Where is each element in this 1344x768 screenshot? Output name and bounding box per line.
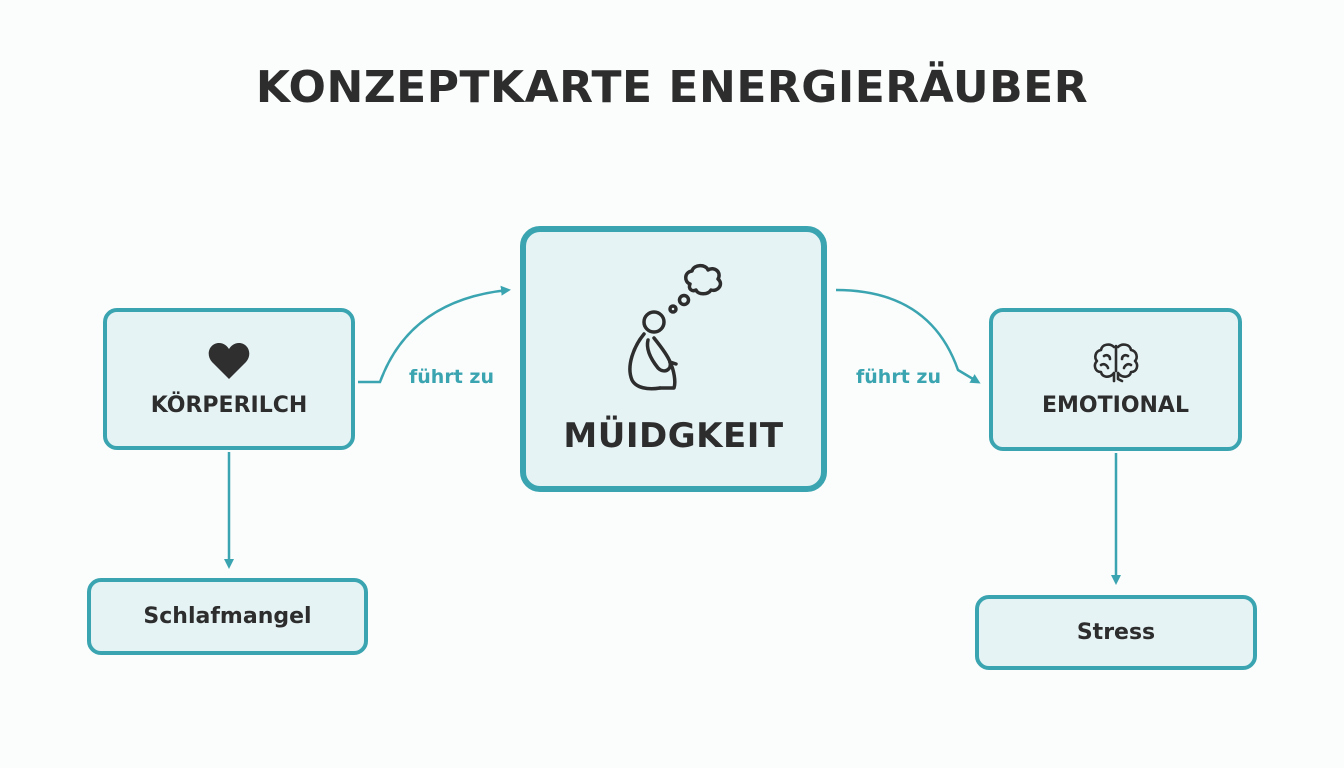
page-title: KONZEPTKARTE ENERGIERÄUBER bbox=[255, 62, 1089, 113]
arrow-center-to-emotional bbox=[835, 288, 981, 384]
edge-label-right: führt zu bbox=[856, 366, 941, 388]
arrow-physical-to-center bbox=[358, 285, 511, 384]
node-center-label: MÜIDGKEIT bbox=[563, 416, 784, 456]
node-sleep: Schlafmangel bbox=[87, 578, 368, 655]
node-stress-label: Stress bbox=[1076, 620, 1156, 645]
node-sleep-label: Schlafmangel bbox=[143, 604, 312, 629]
node-emotional: EMOTIONAL bbox=[989, 308, 1242, 451]
node-emotional-label: EMOTIONAL bbox=[1042, 393, 1189, 418]
node-physical-label: KÖRPERILCH bbox=[150, 392, 308, 418]
brain-icon bbox=[1093, 343, 1138, 383]
tired-person-thought-bubble-icon bbox=[627, 263, 722, 391]
node-stress: Stress bbox=[975, 595, 1257, 670]
node-center: MÜIDGKEIT bbox=[520, 226, 827, 492]
edge-label-left: führt zu bbox=[409, 366, 494, 388]
node-physical: KÖRPERILCH bbox=[103, 308, 355, 450]
heart-icon bbox=[208, 342, 250, 379]
